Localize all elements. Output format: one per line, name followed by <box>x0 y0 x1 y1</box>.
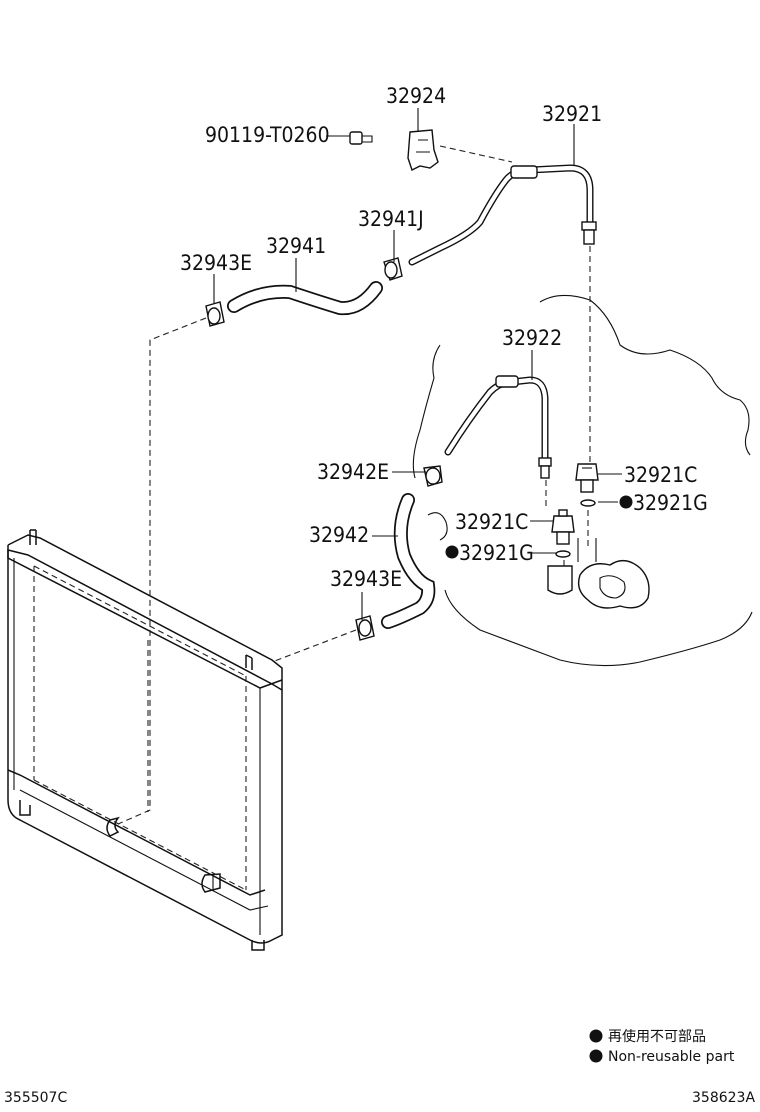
code-right: 358623A <box>692 1090 755 1106</box>
legend-japanese: 再使用不可部品 <box>608 1028 706 1045</box>
gasket-32921G-right <box>580 499 596 507</box>
clamp-32943E-top <box>205 301 225 327</box>
union-32921C-left <box>551 509 575 545</box>
radiator <box>7 529 283 951</box>
label-32943E-bottom: 32943E <box>330 567 402 591</box>
label-32921G-left: 32921G <box>459 541 534 565</box>
bolt-90119 <box>349 131 373 145</box>
legend: 再使用不可部品 Non-reusable part <box>589 1028 735 1065</box>
legend-english: Non-reusable part <box>608 1049 735 1065</box>
label-32941J: 32941J <box>358 207 424 231</box>
label-32942E: 32942E <box>317 460 389 484</box>
hose-32942 <box>381 493 436 629</box>
label-32921G-right: 32921G <box>633 491 708 515</box>
label-32921C-right: 32921C <box>624 463 697 487</box>
gasket-32921G-left <box>555 550 571 558</box>
label-32921C-left: 32921C <box>455 510 528 534</box>
union-32921C-right <box>575 463 599 493</box>
leader-lines <box>213 108 622 620</box>
pipe-32921 <box>408 164 597 266</box>
label-32943E-top: 32943E <box>180 251 252 275</box>
code-left: 355507C <box>4 1090 67 1106</box>
label-32942: 32942 <box>309 523 369 547</box>
clamp-32943E-bottom <box>355 615 375 641</box>
label-32924: 32924 <box>386 84 446 108</box>
engine-outline <box>412 294 753 667</box>
label-32941: 32941 <box>266 234 326 258</box>
label-32921: 32921 <box>542 102 602 126</box>
bracket-32924 <box>407 129 439 171</box>
legend-dot-japanese <box>589 1029 603 1043</box>
label-32922: 32922 <box>502 326 562 350</box>
pipe-32922 <box>444 375 552 479</box>
clamp-32941J <box>383 257 403 281</box>
hose-32941 <box>227 281 383 316</box>
legend-dot-english <box>589 1049 603 1063</box>
non-reusable-dot-right <box>619 495 633 509</box>
clamp-32942E <box>423 465 443 487</box>
label-90119-T0260: 90119-T0260 <box>205 123 330 147</box>
guide-lines <box>117 145 591 825</box>
non-reusable-dot-left <box>445 545 459 559</box>
